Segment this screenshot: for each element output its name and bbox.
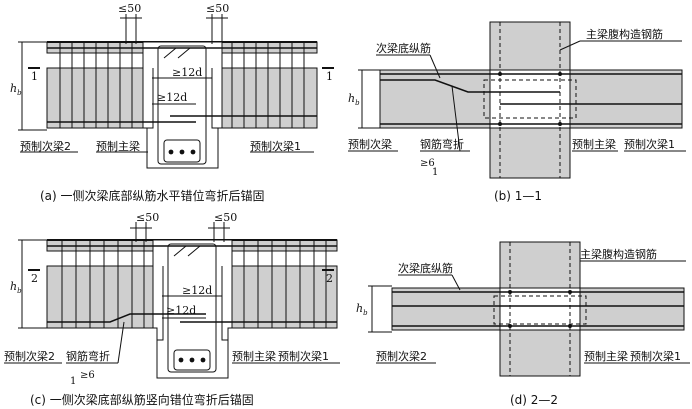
slope-unit: 1 [432, 167, 438, 178]
main-beam [142, 41, 223, 169]
label-secondary-beam-1: 预制次梁1 [250, 139, 301, 153]
caption-a: (a) 一侧次梁底部纵筋水平错位弯折后锚固 [40, 188, 265, 203]
spacing-dim-left: ≤50 [136, 211, 159, 224]
label-bar-bend: 钢筋弯折 [420, 137, 464, 151]
anchor-length-upper: ≥12d [182, 284, 212, 297]
label-secondary-beam-2: 预制次梁2 [20, 139, 71, 153]
height-dimension-label: hb [10, 82, 22, 97]
slope-ratio: ≥6 [80, 370, 95, 381]
label-web-bar: 主梁腹构造钢筋 [580, 247, 657, 261]
spacing-dim-right: ≤50 [214, 211, 237, 224]
label-bottom-bar: 次梁底纵筋 [398, 261, 453, 275]
main-beam-lower [489, 127, 571, 179]
section-mark-right: 1 [326, 70, 333, 83]
label-secondary-beam: 预制次梁 [348, 137, 392, 151]
height-dimension-label: hb [348, 92, 360, 107]
label-secondary-beam-1: 预制次梁1 [278, 349, 329, 363]
label-secondary-beam-2: 预制次梁2 [376, 349, 427, 363]
section-mark-left: 2 [31, 272, 38, 285]
label-secondary-beam-1: 预制次梁1 [630, 349, 681, 363]
caption-b: (b) 1—1 [494, 189, 542, 203]
secondary-beam-right [579, 287, 685, 331]
section-mark-right: 2 [326, 272, 333, 285]
panel-a: hb 1 1 ≤50 ≤50 ≥12d ≥12d 预制次梁2 预制主梁 预制次梁… [10, 2, 334, 203]
caption-c: (c) 一侧次梁底部纵筋竖向错位弯折后锚固 [30, 392, 254, 407]
secondary-beam-2 [46, 265, 154, 329]
panel-d: hb 次梁底纵筋 主梁腹构造钢筋 预制次梁2 预制主梁 预制次梁1 (d) 2—… [356, 241, 690, 407]
label-secondary-beam-2: 预制次梁2 [4, 349, 55, 363]
secondary-beam-1 [221, 67, 318, 129]
label-secondary-beam-1: 预制次梁1 [624, 137, 675, 151]
slope-unit: 1 [70, 376, 76, 387]
main-beam [152, 239, 233, 379]
panel-c: hb 2 2 ≤50 ≤50 ≥12d ≥12d 预制次梁2 钢筋弯折 1 ≥6… [4, 211, 340, 407]
main-beam-upper [489, 21, 571, 71]
label-main-beam: 预制主梁 [584, 349, 628, 363]
secondary-beam-1 [231, 265, 338, 329]
secondary-beam-left [391, 287, 501, 331]
secondary-beam-2 [46, 67, 144, 129]
height-dimension-label: hb [356, 302, 368, 317]
caption-d: (d) 2—2 [510, 393, 558, 407]
secondary-beam-left [379, 69, 491, 129]
anchor-length-upper: ≥12d [172, 66, 202, 79]
label-main-beam: 预制主梁 [572, 137, 616, 151]
label-bar-bend: 钢筋弯折 [66, 349, 110, 363]
label-main-beam: 预制主梁 [96, 139, 140, 153]
panel-b: hb 次梁底纵筋 主梁腹构造钢筋 预制次梁 钢筋弯折 ≥6 1 预制主梁 预制次… [348, 21, 686, 203]
anchor-length-lower: ≥12d [166, 304, 196, 317]
main-beam-lower [499, 329, 581, 377]
section-mark-left: 1 [31, 70, 38, 83]
spacing-dim-left: ≤50 [118, 2, 141, 15]
height-dimension-label: hb [10, 280, 22, 295]
label-bottom-bar: 次梁底纵筋 [376, 41, 431, 55]
main-beam-upper [499, 241, 581, 289]
spacing-dim-right: ≤50 [206, 2, 229, 15]
secondary-beam-right [569, 69, 683, 129]
label-web-bar: 主梁腹构造钢筋 [586, 27, 663, 41]
anchor-length-lower: ≥12d [157, 91, 187, 104]
slope-ratio: ≥6 [420, 158, 435, 169]
label-main-beam: 预制主梁 [232, 349, 276, 363]
